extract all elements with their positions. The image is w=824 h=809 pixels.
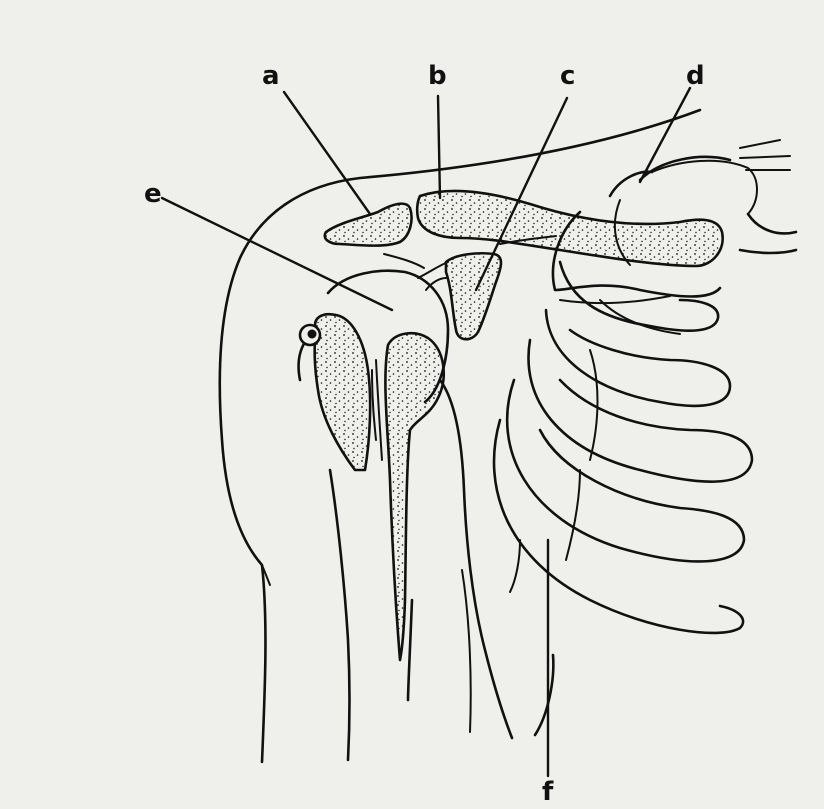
label-c: c <box>560 61 575 91</box>
label-e: e <box>144 179 162 209</box>
label-d: d <box>686 61 705 91</box>
label-f: f <box>542 777 554 807</box>
label-b: b <box>428 61 447 91</box>
label-a: a <box>262 61 280 91</box>
